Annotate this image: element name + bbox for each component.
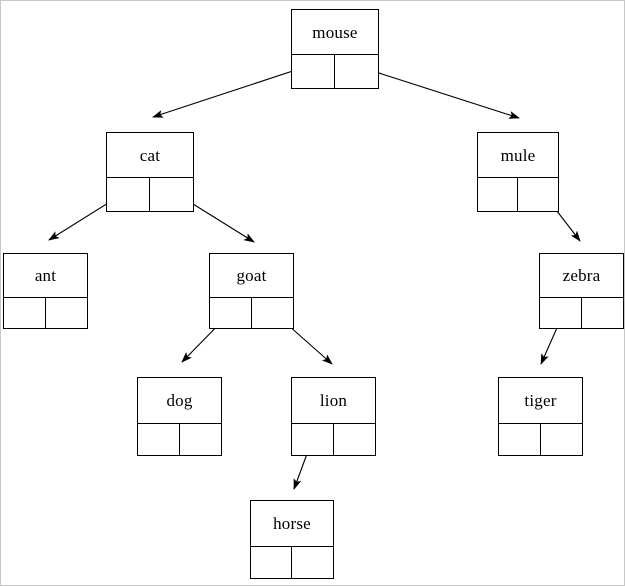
left-pointer-cell-zebra[interactable] [540, 298, 582, 328]
left-pointer-cell-ant[interactable] [4, 298, 46, 328]
node-label-dog: dog [138, 378, 221, 424]
node-pointers-goat [210, 298, 293, 328]
edge-arrow-mouse-cat [152, 63, 315, 118]
tree-node-cat[interactable]: cat [106, 132, 194, 212]
tree-node-mule[interactable]: mule [477, 132, 559, 212]
node-label-tiger: tiger [499, 378, 582, 424]
right-pointer-cell-horse[interactable] [292, 547, 333, 578]
right-pointer-cell-ant[interactable] [46, 298, 88, 328]
left-pointer-cell-horse[interactable] [251, 547, 292, 578]
node-pointers-ant [4, 298, 87, 328]
node-pointers-tiger [499, 424, 582, 455]
right-pointer-cell-mule[interactable] [518, 178, 558, 211]
node-pointers-dog [138, 424, 221, 455]
node-label-ant: ant [4, 254, 87, 298]
node-label-mule: mule [478, 133, 558, 178]
node-pointers-mouse [292, 55, 378, 88]
right-pointer-cell-tiger[interactable] [541, 424, 583, 455]
tree-node-goat[interactable]: goat [209, 253, 294, 329]
right-pointer-cell-zebra[interactable] [582, 298, 624, 328]
tree-node-horse[interactable]: horse [250, 500, 334, 579]
left-pointer-cell-mouse[interactable] [292, 55, 335, 88]
node-pointers-lion [292, 424, 375, 455]
node-label-zebra: zebra [540, 254, 623, 298]
tree-node-zebra[interactable]: zebra [539, 253, 624, 329]
tree-node-tiger[interactable]: tiger [498, 377, 583, 456]
tree-node-lion[interactable]: lion [291, 377, 376, 456]
node-pointers-zebra [540, 298, 623, 328]
tree-node-ant[interactable]: ant [3, 253, 88, 329]
right-pointer-cell-cat[interactable] [150, 178, 193, 211]
right-pointer-cell-mouse[interactable] [335, 55, 378, 88]
tree-node-mouse[interactable]: mouse [291, 9, 379, 89]
left-pointer-cell-cat[interactable] [107, 178, 150, 211]
node-label-cat: cat [107, 133, 193, 178]
node-label-goat: goat [210, 254, 293, 298]
node-pointers-horse [251, 547, 333, 578]
right-pointer-cell-dog[interactable] [180, 424, 222, 455]
node-pointers-mule [478, 178, 558, 211]
node-label-horse: horse [251, 501, 333, 547]
node-label-lion: lion [292, 378, 375, 424]
node-pointers-cat [107, 178, 193, 211]
right-pointer-cell-lion[interactable] [334, 424, 376, 455]
tree-node-dog[interactable]: dog [137, 377, 222, 456]
left-pointer-cell-goat[interactable] [210, 298, 252, 328]
left-pointer-cell-mule[interactable] [478, 178, 518, 211]
node-label-mouse: mouse [292, 10, 378, 55]
left-pointer-cell-lion[interactable] [292, 424, 334, 455]
right-pointer-cell-goat[interactable] [252, 298, 294, 328]
left-pointer-cell-tiger[interactable] [499, 424, 541, 455]
left-pointer-cell-dog[interactable] [138, 424, 180, 455]
